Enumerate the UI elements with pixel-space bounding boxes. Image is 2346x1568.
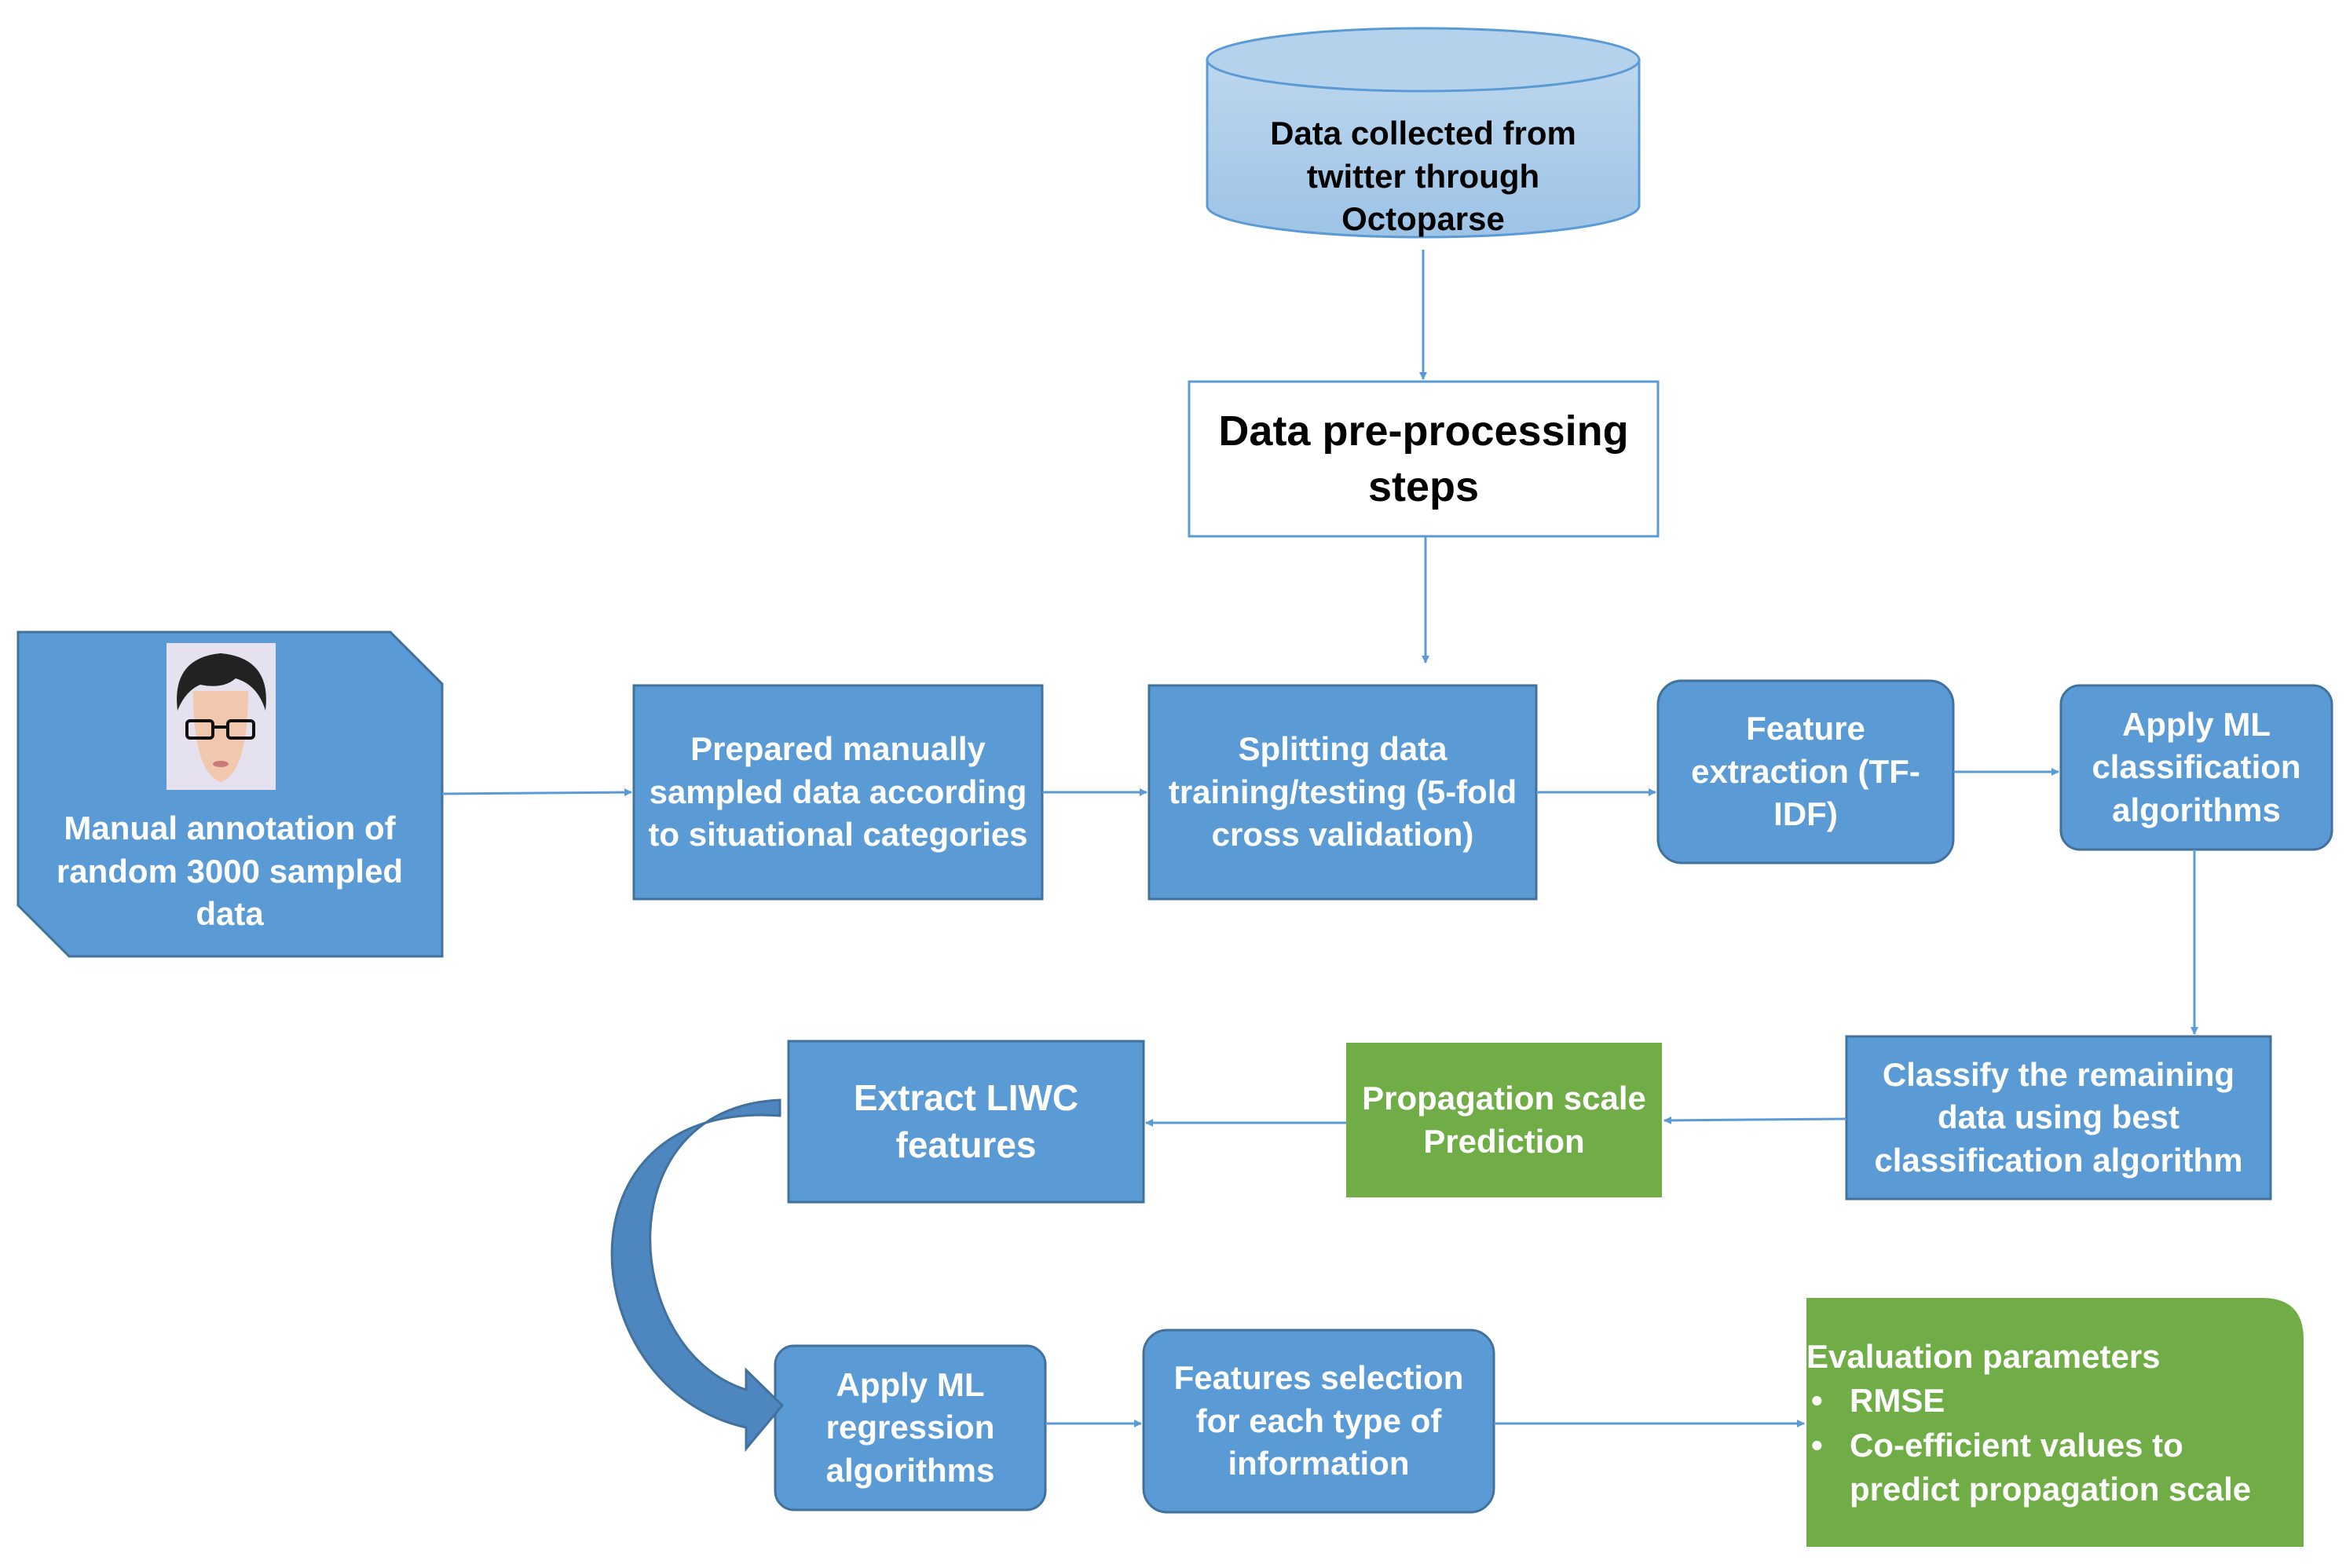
preprocessing-label: Data pre-processing steps [1218, 408, 1629, 510]
data-source-cylinder [1206, 27, 1641, 239]
features-selection-label: Features selection for each type of info… [1173, 1359, 1464, 1482]
feature-extraction-label: Feature extraction (TF-IDF) [1691, 710, 1920, 833]
classify-remaining-box [1845, 1035, 2272, 1201]
propagation-prediction-label: Propagation scale Prediction [1362, 1079, 1646, 1160]
arrow-annotation-to-prepared [441, 788, 632, 797]
preprocessing-box [1188, 380, 1660, 538]
connector-arrows [441, 250, 2198, 1427]
classify-remaining-label: Classify the remaining data using best c… [1874, 1055, 2243, 1179]
evaluation-item-coefficients: Co-efficient values to predict propagati… [1806, 1424, 2286, 1512]
evaluation-list: RMSE Co-efficient values to predict prop… [1806, 1379, 2286, 1511]
apply-regression-box [774, 1344, 1047, 1511]
extract-liwc-box [787, 1040, 1145, 1204]
evaluation-title: Evaluation parameters [1806, 1338, 2161, 1375]
extract-liwc-label: Extract LIWC features [853, 1076, 1079, 1165]
evaluation-panel: Evaluation parameters RMSE Co-efficient … [1806, 1335, 2286, 1547]
person-avatar-icon [167, 643, 276, 790]
manual-annotation-box [16, 630, 444, 958]
arrow-classify-to-propagation [1663, 1116, 1847, 1124]
apply-classification-label: Apply ML classification algorithms [2092, 705, 2301, 828]
propagation-prediction-box [1346, 1043, 1662, 1197]
curved-arrow-liwc-to-regression [610, 1098, 785, 1453]
manual-annotation-label: Manual annotation of random 3000 sampled… [56, 810, 404, 933]
data-source-label: Data collected from twitter through Octo… [1270, 115, 1576, 238]
apply-classification-box [2059, 684, 2333, 851]
apply-regression-label: Apply ML regression algorithms [825, 1365, 995, 1489]
splitting-box [1147, 684, 1538, 901]
features-selection-box [1142, 1329, 1495, 1514]
prepared-sampled-label: Prepared manually sampled data according… [648, 730, 1028, 853]
splitting-label: Splitting data training/testing (5-fold … [1168, 730, 1517, 853]
prepared-sampled-box [632, 684, 1044, 901]
evaluation-item-rmse: RMSE [1806, 1379, 2286, 1424]
